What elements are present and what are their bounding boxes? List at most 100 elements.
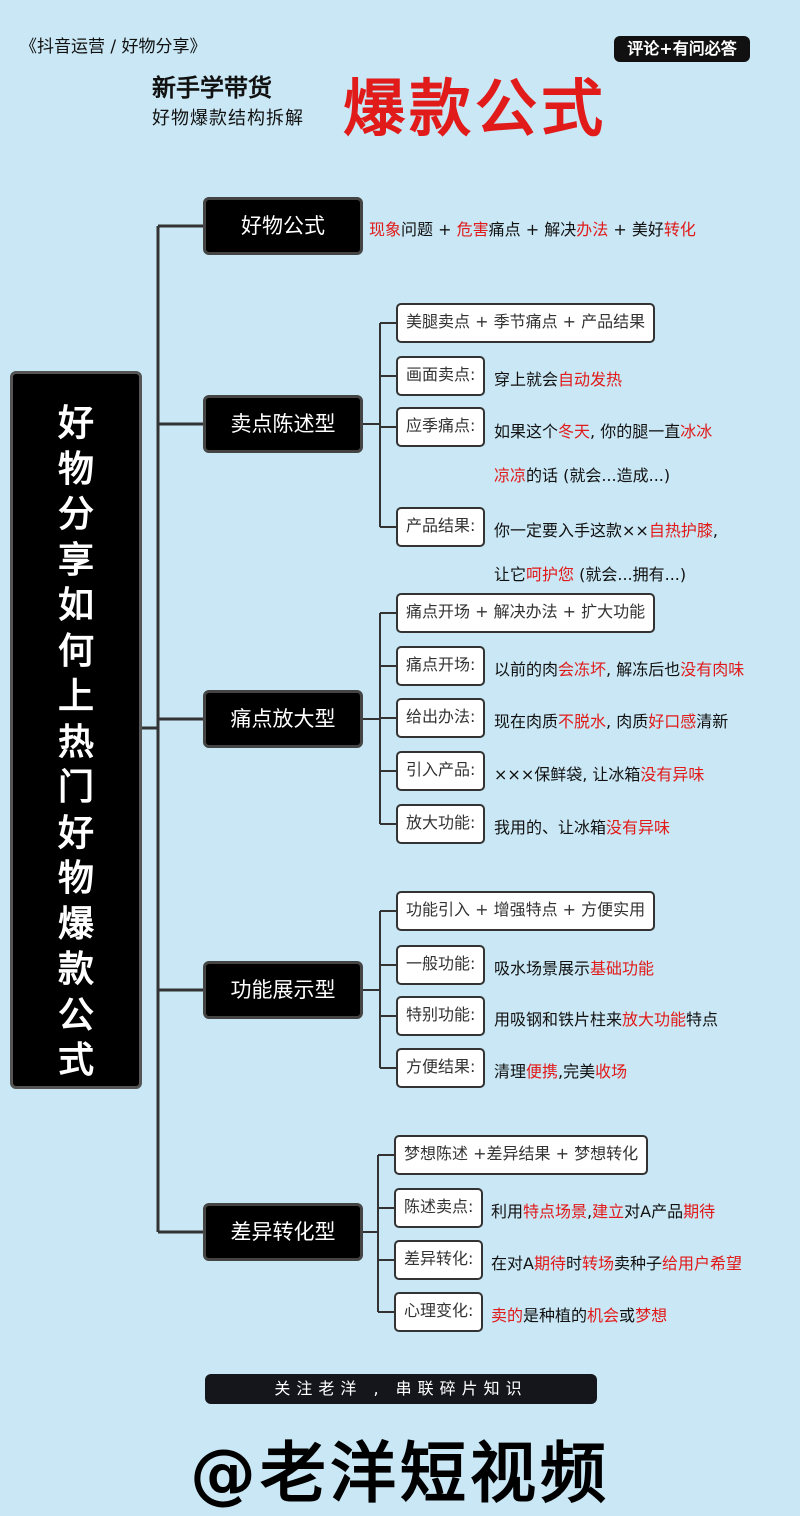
c2-item-label: 痛点开场: bbox=[396, 646, 486, 686]
highlight-text: 给用户希望 bbox=[662, 1254, 743, 1273]
highlight-text: 放大功能 bbox=[622, 1010, 687, 1029]
body-text: , 你的腿一直 bbox=[590, 422, 681, 441]
c4-item-label: 差异转化: bbox=[394, 1240, 484, 1280]
highlight-text: 便携 bbox=[526, 1062, 559, 1081]
c2-summary: 痛点开场 + 解决办法 + 扩大功能 bbox=[396, 593, 656, 633]
body-text: 以前的肉 bbox=[494, 660, 559, 679]
c4-item-text: 在对A期待时转场卖种子给用户希望 bbox=[491, 1250, 742, 1274]
c2-item-text: 以前的肉会冻坏, 解冻后也没有肉味 bbox=[494, 656, 744, 680]
body-text: + 美好 bbox=[608, 220, 664, 239]
c3-item-label: 方便结果: bbox=[396, 1048, 486, 1088]
root-title-char: 门 bbox=[57, 767, 94, 808]
c2-item-text: 我用的、让冰箱没有异味 bbox=[494, 814, 670, 838]
body-text: 现在肉质 bbox=[494, 712, 559, 731]
c3-item-text: 清理便携,完美收场 bbox=[494, 1058, 627, 1082]
c2-item-text: ×××保鲜袋, 让冰箱没有异味 bbox=[494, 761, 704, 785]
c3-summary: 功能引入 + 增强特点 + 方便实用 bbox=[396, 891, 656, 931]
highlight-text: 没有异味 bbox=[640, 765, 705, 784]
c1-item-label: 应季痛点: bbox=[396, 407, 486, 447]
c1-item-label: 画面卖点: bbox=[396, 356, 486, 396]
highlight-text: 冬天 bbox=[558, 422, 591, 441]
highlight-text: 转场 bbox=[581, 1254, 614, 1273]
c1-item-label: 产品结果: bbox=[396, 507, 486, 547]
highlight-text: 转化 bbox=[663, 220, 696, 239]
c2-item-text: 现在肉质不脱水, 肉质好口感清新 bbox=[494, 708, 728, 732]
c1-summary: 美腿卖点 + 季节痛点 + 产品结果 bbox=[396, 303, 656, 343]
c3-item-text: 用吸钢和铁片柱来放大功能特点 bbox=[494, 1006, 718, 1030]
body-text: 吸水场景展示 bbox=[494, 959, 591, 978]
body-text: 利用 bbox=[491, 1202, 524, 1221]
highlight-text: 特点场景 bbox=[523, 1202, 588, 1221]
highlight-text: 收场 bbox=[595, 1062, 628, 1081]
root-title-char: 何 bbox=[57, 630, 94, 672]
body-text: 用吸钢和铁片柱来 bbox=[494, 1010, 623, 1029]
body-text: 穿上就会 bbox=[494, 370, 559, 389]
body-text: 问题 + bbox=[401, 220, 457, 239]
formula-text: 现象问题 + 危害痛点 + 解决办法 + 美好转化 bbox=[369, 216, 696, 240]
comment-badge: 评论+有问必答 bbox=[614, 36, 750, 62]
c4-item-label: 陈述卖点: bbox=[394, 1188, 484, 1228]
highlight-text: 冰冰 bbox=[680, 422, 713, 441]
body-text: 时 bbox=[565, 1254, 582, 1273]
root-title-char: 分 bbox=[57, 494, 94, 535]
body-text: 或 bbox=[619, 1306, 636, 1325]
highlight-text: 基础功能 bbox=[590, 959, 655, 978]
footer-handle: @老洋短视频 bbox=[190, 1435, 610, 1512]
root-title-char: 上 bbox=[57, 676, 94, 717]
c1-item-text: 如果这个冬天, 你的腿一直冰冰 bbox=[494, 418, 712, 442]
body-text: 特点 bbox=[686, 1010, 719, 1029]
body-text: ×××保鲜袋, 让冰箱 bbox=[494, 765, 641, 784]
c2-item-label: 放大功能: bbox=[396, 804, 486, 844]
body-text: (就会...拥有...) bbox=[574, 565, 687, 584]
body-text: 如果这个 bbox=[494, 422, 559, 441]
highlight-text: 办法 bbox=[576, 220, 609, 239]
c3-item-text: 吸水场景展示基础功能 bbox=[494, 955, 654, 979]
c1-item-text-2: 凉凉的话 (就会...造成...) bbox=[494, 462, 670, 486]
highlight-text: 自动发热 bbox=[558, 370, 623, 389]
root-title-char: 式 bbox=[57, 1040, 94, 1081]
root-title-char: 爆 bbox=[57, 903, 94, 945]
body-text: 是种植的 bbox=[523, 1306, 588, 1325]
body-text: 对A产品 bbox=[624, 1202, 684, 1221]
c4-item-text: 利用特点场景,建立对A产品期待 bbox=[491, 1198, 715, 1222]
highlight-text: 会冻坏 bbox=[558, 660, 607, 679]
highlight-text: 自热护膝 bbox=[648, 521, 713, 540]
footer-slogan: 关注老洋 , 串联碎片知识 bbox=[205, 1374, 597, 1404]
highlight-text: 建立 bbox=[592, 1202, 625, 1221]
body-text: 让它 bbox=[494, 565, 527, 584]
body-text: 的话 (就会...造成...) bbox=[526, 466, 671, 485]
highlight-text: 没有异味 bbox=[606, 818, 671, 837]
c4-item-label: 心理变化: bbox=[394, 1292, 484, 1332]
highlight-text: 危害 bbox=[456, 220, 489, 239]
body-text: 清理 bbox=[494, 1062, 527, 1081]
body-text: ,完美 bbox=[558, 1062, 596, 1081]
page-title: 爆款公式 bbox=[343, 72, 608, 145]
body-text: , bbox=[712, 521, 718, 540]
highlight-text: 机会 bbox=[587, 1306, 620, 1325]
highlight-text: 没有肉味 bbox=[680, 660, 745, 679]
body-text: 在对A bbox=[491, 1254, 534, 1273]
highlight-text: 不脱水 bbox=[558, 712, 607, 731]
root-title-char: 公 bbox=[57, 994, 94, 1036]
category-pain-point: 痛点放大型 bbox=[203, 690, 363, 748]
c2-item-label: 给出办法: bbox=[396, 698, 486, 738]
header-subtitle: 新手学带货 bbox=[152, 74, 272, 102]
body-text: , 肉质 bbox=[606, 712, 649, 731]
category-selling-point: 卖点陈述型 bbox=[203, 395, 363, 453]
c4-item-text: 卖的是种植的机会或梦想 bbox=[491, 1302, 667, 1326]
c2-item-label: 引入产品: bbox=[396, 751, 486, 791]
c3-item-label: 一般功能: bbox=[396, 945, 486, 985]
root-title-char: 款 bbox=[57, 949, 94, 990]
root-title-char: 物 bbox=[57, 448, 94, 490]
category-function-demo: 功能展示型 bbox=[203, 961, 363, 1019]
highlight-text: 好口感 bbox=[648, 712, 697, 731]
c1-item-text: 穿上就会自动发热 bbox=[494, 366, 622, 390]
root-node: 好物分享如何上热门好物爆款公式 bbox=[10, 371, 142, 1089]
header-subtitle-2: 好物爆款结构拆解 bbox=[152, 108, 304, 129]
root-title-char: 享 bbox=[57, 539, 94, 581]
highlight-text: 期待 bbox=[533, 1254, 566, 1273]
formula-node: 好物公式 bbox=[203, 197, 363, 255]
c4-summary: 梦想陈述 +差异结果 + 梦想转化 bbox=[394, 1135, 649, 1175]
highlight-text: 卖的 bbox=[491, 1306, 524, 1325]
